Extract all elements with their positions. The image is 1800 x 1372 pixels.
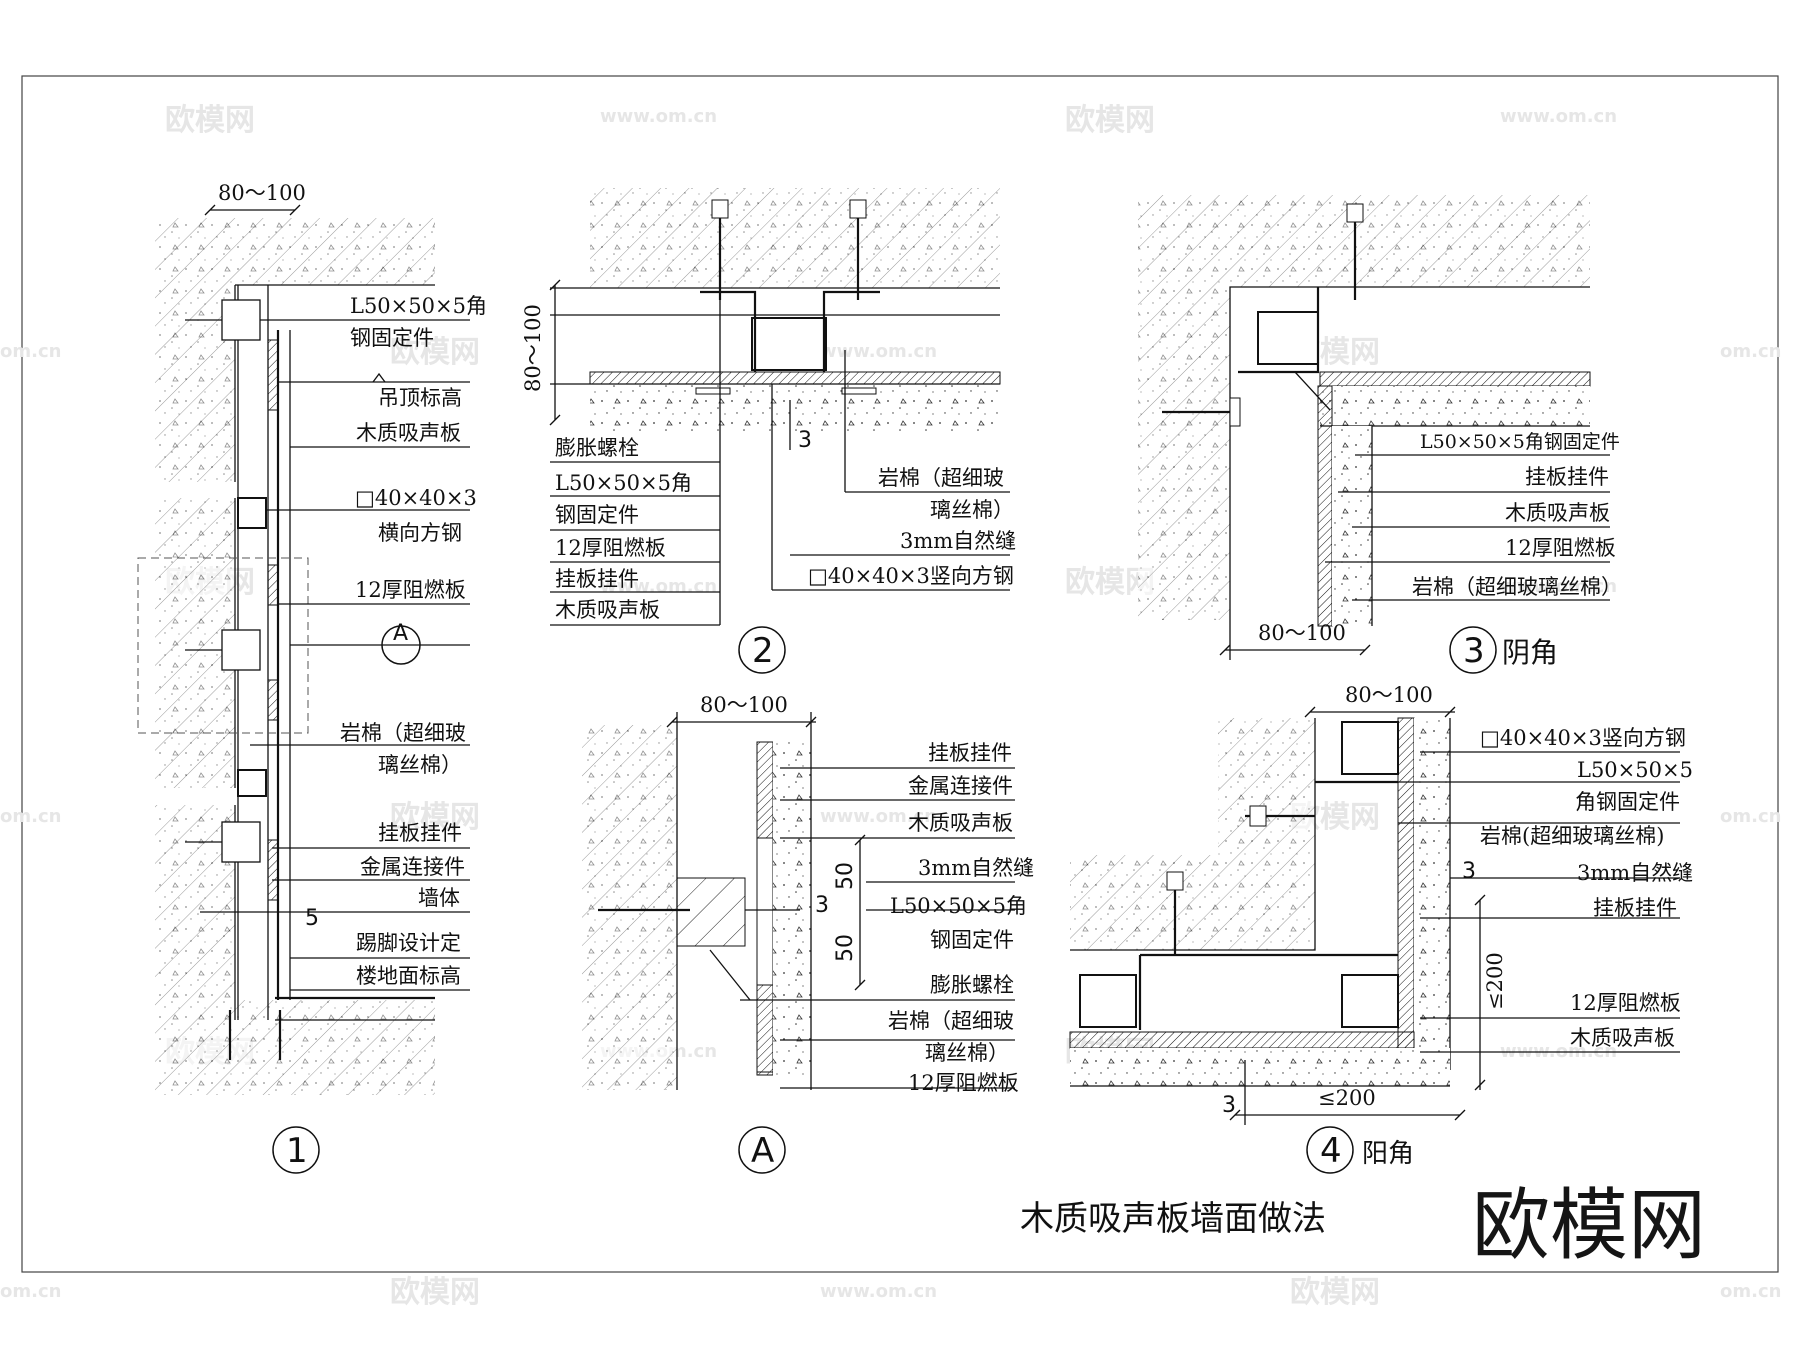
watermark-url: www.om.cn [820,341,937,362]
label: 12厚阻燃板 [1570,991,1681,1015]
watermark-url: www.om.cn [600,106,717,127]
detail-number: 2 [752,631,774,671]
callout-label: A [393,621,408,646]
label: 璃丝棉） [930,498,1014,522]
label: L50×50×5角 [555,471,692,495]
label: L50×50×5 [1577,758,1693,782]
watermark-url: om.cn [0,806,61,827]
watermark-logo: 欧模网 [1065,103,1155,138]
wall-section [155,805,435,1095]
label: 木质吸声板 [555,598,660,622]
watermark-url: om.cn [0,341,61,362]
label: 挂板挂件 [1525,465,1609,489]
detail-number: 4 [1320,1131,1342,1171]
label: 璃丝棉） [378,753,462,777]
label: 金属连接件 [360,855,465,879]
watermark-logo: 欧模网 [390,335,480,370]
label: 12厚阻燃板 [908,1071,1019,1095]
label: 岩棉（超细玻 [878,466,1004,490]
dimension-label: 5 [305,906,319,931]
watermark-url: om.cn [1720,1281,1781,1302]
detail-number: 1 [286,1131,308,1171]
watermark-url: www.om.cn [820,806,937,827]
label: 12厚阻燃板 [555,536,666,560]
watermark-url: om.cn [1720,806,1781,827]
dimension-label: 80～100 [1345,683,1433,707]
detail-1: 80～100 L50×50×5角 钢固定件 吊顶标高 木质吸声板 □40×40×… [137,181,487,1174]
label: 3mm自然缝 [918,856,1034,880]
watermark-url: www.om.cn [1500,576,1617,597]
label: 钢固定件 [350,326,434,350]
wall-section [155,218,435,482]
label: 3mm自然缝 [1577,861,1693,885]
detail-a: 80～100 50 50 3 挂板挂件 金属连接件 木质吸声板 3mm自然缝 L… [582,693,1034,1174]
dimension-label: 80～100 [1258,621,1346,645]
label: □40×40×3 [355,486,477,510]
label: 木质吸声板 [908,811,1013,835]
detail-3: L50×50×5角钢固定件 挂板挂件 木质吸声板 12厚阻燃板 岩棉（超细玻璃丝… [1138,195,1622,674]
label: 吊顶标高 [378,386,462,410]
detail-2: 80～100 3 膨胀螺栓 L50×50×5角 钢固定件 12厚阻燃板 挂板挂件… [521,188,1016,674]
label: 挂板挂件 [928,741,1012,765]
label: 挂板挂件 [555,567,639,591]
label: 木质吸声板 [356,421,461,445]
label: 岩棉（超细玻璃丝棉） [1412,575,1622,599]
label: 岩棉（超细玻 [888,1009,1014,1033]
label: 12厚阻燃板 [355,578,466,602]
label: 金属连接件 [908,774,1013,798]
detail-4: 80～100 ≤200 ≤200 3 3 □40×40×3竖向方钢 L50×50… [1069,683,1693,1174]
watermark-logo: 欧模网 [1290,1275,1380,1310]
dimension-label: 3 [1222,1093,1236,1118]
dimension-label: ≤200 [1318,1086,1376,1110]
watermark-url: www.om.cn [820,1281,937,1302]
label: 木质吸声板 [1505,501,1610,525]
watermark-logo: 欧模网 [390,800,480,835]
watermark-url: om.cn [0,1281,61,1302]
dimension-label: 50 [833,862,858,890]
dimension-label: 50 [833,934,858,962]
label: 挂板挂件 [1593,896,1677,920]
label: L50×50×5角 [890,894,1027,918]
label: 楼地面标高 [356,964,461,988]
drawing-title: 木质吸声板墙面做法 [1020,1199,1326,1239]
label: 钢固定件 [930,928,1014,952]
label: □40×40×3竖向方钢 [1480,726,1686,750]
dimension-label: 80～100 [521,304,545,392]
watermark-url: www.om.cn [1500,106,1617,127]
label: 璃丝棉） [925,1041,1009,1065]
detail-number: A [751,1131,774,1171]
drawing-frame [21,75,1779,1273]
label: 木质吸声板 [1570,1026,1675,1050]
watermark-logo: 欧模网 [165,103,255,138]
label: 踢脚设计定 [356,931,461,955]
dimension-label: ≤200 [1483,952,1507,1010]
label: 横向方钢 [378,521,462,545]
label: 墙体 [418,886,460,910]
detail-name: 阳角 [1362,1139,1414,1169]
dimension-label: 3 [1462,859,1476,884]
brand-logo: 欧模网 [1472,1181,1706,1271]
label: 岩棉(超细玻璃丝棉) [1480,824,1664,848]
label: 膨胀螺栓 [930,973,1014,997]
label: □40×40×3竖向方钢 [808,564,1014,588]
label: 3mm自然缝 [900,529,1016,553]
label: 钢固定件 [555,503,639,527]
label: 12厚阻燃板 [1505,536,1616,560]
dimension-label: 3 [815,893,829,918]
watermark-logo: 欧模网 [390,1275,480,1310]
label: 膨胀螺栓 [555,436,639,460]
dimension-label: 80～100 [218,181,306,205]
dimension-label: 3 [798,428,812,453]
dimension-label: 80～100 [700,693,788,717]
label: L50×50×5角 [350,294,487,318]
label: 角钢固定件 [1575,790,1680,814]
label: L50×50×5角钢固定件 [1420,431,1620,453]
label: 挂板挂件 [378,821,462,845]
detail-number: 3 [1463,631,1485,671]
detail-name: 阴角 [1502,636,1558,669]
label: 岩棉（超细玻 [340,721,466,745]
watermark-url: om.cn [1720,341,1781,362]
